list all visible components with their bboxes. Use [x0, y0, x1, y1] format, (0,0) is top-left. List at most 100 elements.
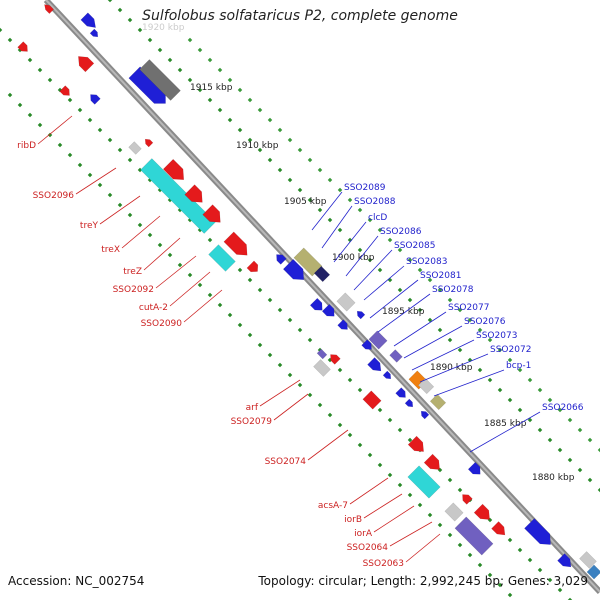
- gene-lightgrey-end: [579, 551, 597, 569]
- kbp-label: 1915 kbp: [190, 83, 233, 93]
- gene-blue-SSO2089: [282, 258, 305, 281]
- blue-leader-line: [377, 293, 431, 333]
- gene-red-treY: [162, 158, 185, 181]
- gene-red-p: [423, 453, 440, 470]
- gene-red-top: [44, 4, 55, 15]
- gene-blue-g: [337, 319, 348, 330]
- gene-blue-SSO2066: [524, 518, 551, 545]
- kbp-label: 1920 kbp: [142, 23, 185, 33]
- gene-blue-e: [309, 297, 323, 311]
- blue-gene-label: SSO2083: [406, 257, 447, 267]
- red-leader-line: [259, 379, 301, 407]
- gene-red-cutA: [246, 260, 259, 273]
- topology-label: Topology: circular; Length: 2,992,245 bp…: [258, 574, 588, 588]
- red-leader-line: [389, 521, 433, 547]
- blue-leader-line: [345, 235, 379, 277]
- red-gene-label: SSO2064: [347, 543, 389, 553]
- kbp-label: 1880 kbp: [532, 473, 575, 483]
- blue-gene-label: SSO2073: [476, 331, 517, 341]
- kbp-label: 1890 kbp: [430, 363, 473, 373]
- blue-leader-line: [419, 353, 489, 383]
- gene-lightgrey-iorA: [444, 502, 464, 522]
- gene-cyan-short: [208, 244, 236, 272]
- blue-leader-line: [469, 411, 541, 453]
- gene-blue-f: [321, 303, 335, 317]
- blue-leader-line: [411, 339, 475, 371]
- gene-lightgrey-arf: [313, 359, 331, 377]
- gene-blue-h: [356, 310, 366, 320]
- gene-red-treZ: [202, 204, 221, 223]
- gene-blue-q: [467, 461, 481, 475]
- gene-purple-SSO2064: [454, 516, 494, 556]
- gene-purple-SSO2081: [389, 349, 403, 363]
- blue-gene-label: SSO2081: [420, 271, 461, 281]
- blue-gene-label: SSO2066: [542, 403, 584, 413]
- red-leader-line: [121, 215, 161, 249]
- blue-gene-label: SSO2088: [354, 197, 396, 207]
- gene-blue-l: [395, 387, 406, 398]
- red-leader-line: [405, 533, 441, 563]
- gene-red-b: [78, 56, 95, 73]
- gene-lightgrey-SSO2086: [336, 292, 356, 312]
- red-leader-line: [183, 289, 223, 323]
- kbp-label: 1900 kbp: [332, 253, 375, 263]
- gene-red-SSO2074: [362, 390, 382, 410]
- red-gene-label: iorA: [354, 529, 373, 539]
- blue-leader-line: [363, 265, 405, 301]
- red-gene-label: treY: [80, 221, 99, 231]
- gene-blue-d: [276, 254, 287, 265]
- gene-red-r: [491, 521, 506, 536]
- gene-red-c: [59, 85, 70, 96]
- blue-gene-label: clcD: [368, 213, 387, 223]
- red-gene-label: iorB: [344, 515, 362, 525]
- blue-leader-line: [369, 279, 419, 319]
- blue-leader-line: [353, 249, 393, 291]
- map-title: Sulfolobus solfataricus P2, complete gen…: [142, 8, 458, 24]
- red-leader-line: [373, 505, 415, 533]
- red-leader-line: [37, 115, 73, 145]
- gene-purple-small: [316, 348, 328, 360]
- gene-blue-top: [80, 12, 96, 28]
- gene-red-arf: [330, 354, 341, 365]
- blue-gene-label: SSO2086: [380, 227, 422, 237]
- gene-blue-end: [586, 564, 600, 580]
- genome-backbone-highlight: [45, 0, 600, 593]
- gene-lightgrey-ribD: [128, 141, 142, 155]
- blue-gene-label: SSO2089: [344, 183, 386, 193]
- red-gene-label: SSO2096: [33, 191, 75, 201]
- gene-lightgrey-SSO2072: [417, 377, 435, 395]
- gene-navy-clcD: [313, 265, 331, 283]
- red-leader-line: [75, 167, 117, 195]
- gene-red-a: [17, 41, 28, 52]
- red-gene-label: SSO2079: [231, 417, 273, 427]
- gene-blue-c: [90, 94, 101, 105]
- red-leader-line: [363, 493, 403, 519]
- blue-leader-line: [403, 325, 463, 359]
- gene-red-iorB: [473, 503, 490, 520]
- gene-olive-bcp: [429, 393, 447, 411]
- red-leader-line: [155, 255, 197, 289]
- kbp-label: 1885 kbp: [484, 419, 527, 429]
- red-leader-line: [307, 429, 349, 461]
- red-gene-label: SSO2063: [363, 559, 404, 569]
- kbp-label: 1905 kbp: [284, 197, 327, 207]
- red-gene-label: SSO2092: [113, 285, 154, 295]
- kbp-label: 1910 kbp: [236, 141, 279, 151]
- gene-grey-big: [139, 59, 181, 101]
- red-gene-label: treZ: [123, 267, 142, 277]
- blue-gene-label: SSO2078: [432, 285, 474, 295]
- gene-blue-n: [420, 410, 430, 420]
- gene-red-o: [407, 435, 424, 452]
- gene-purple-SSO2083: [368, 330, 388, 350]
- red-gene-label: ribD: [17, 141, 36, 151]
- gene-red-ribD: [144, 138, 154, 148]
- blue-leader-line: [311, 191, 343, 231]
- red-gene-label: acsA-7: [318, 501, 348, 511]
- gene-blue-k: [382, 370, 392, 380]
- blue-leader-line: [393, 311, 447, 347]
- gene-red-q: [462, 494, 473, 505]
- blue-gene-label: SSO2085: [394, 241, 435, 251]
- dotted-track-inner-left: [7, 92, 513, 598]
- gene-cyan-acsA: [407, 465, 441, 499]
